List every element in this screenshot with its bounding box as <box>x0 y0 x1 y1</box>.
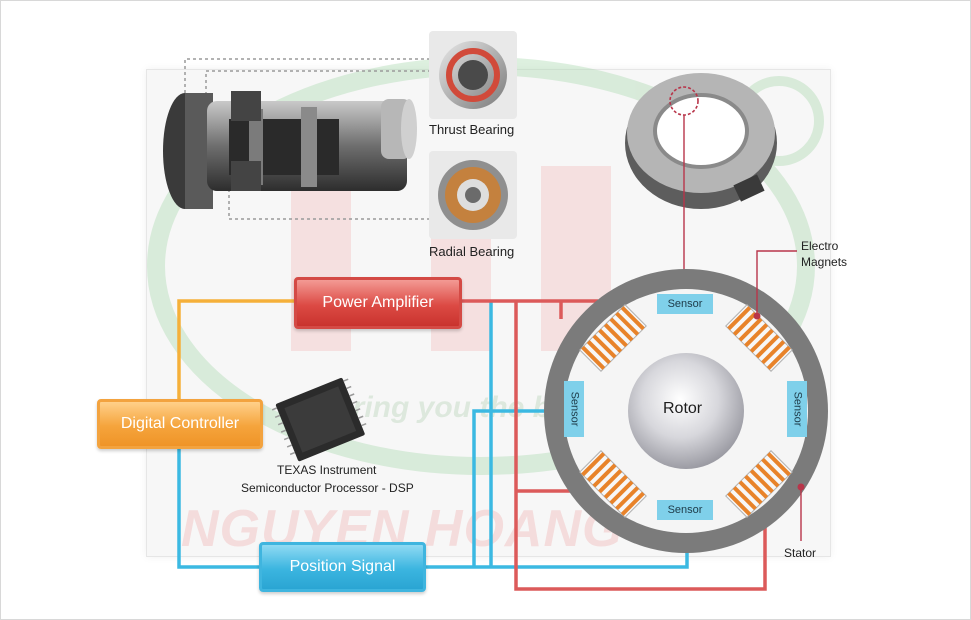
position-signal-label: Position Signal <box>289 558 396 575</box>
power-amplifier-block: Power Amplifier <box>294 277 462 329</box>
position-signal-block: Position Signal <box>259 542 426 592</box>
stator-dot <box>797 483 805 491</box>
radial-bearing-label: Radial Bearing <box>429 244 515 259</box>
dsp-chip-image <box>271 377 367 462</box>
sensor-bottom: Sensor <box>657 500 713 520</box>
spindle-motor-image <box>163 91 417 209</box>
thrust-bearing-image <box>429 31 517 119</box>
digital-controller-label: Digital Controller <box>120 415 240 432</box>
electro-magnets-label-line1: Electro <box>801 239 839 253</box>
electro-magnets-pointer <box>756 250 797 314</box>
coil-bottom-left <box>579 450 647 518</box>
coil-bottom-right <box>725 450 793 518</box>
controller-to-amplifier-line <box>177 299 294 399</box>
electro-magnets-label: Electro Magnets <box>801 238 847 270</box>
sensor-top-label: Sensor <box>667 298 703 310</box>
sensor-right-label: Sensor <box>791 391 804 427</box>
magnetic-bearing-photo <box>625 73 777 293</box>
sensor-left-label: Sensor <box>568 391 581 427</box>
sensor-top: Sensor <box>657 294 713 314</box>
coil-top-left <box>579 304 647 372</box>
thrust-bearing-label: Thrust Bearing <box>429 122 515 137</box>
sensor-right: Sensor <box>787 381 807 437</box>
sensor-left: Sensor <box>564 381 584 437</box>
power-amplifier-label: Power Amplifier <box>322 294 434 311</box>
radial-bearing-image <box>429 151 517 239</box>
rotor <box>628 353 744 469</box>
dsp-caption-line2: Semiconductor Processor - DSP <box>241 481 414 495</box>
dsp-caption-line1: TEXAS Instrument <box>277 463 377 477</box>
stator-label: Stator <box>784 546 817 560</box>
coil-top-right <box>725 304 793 372</box>
electro-magnets-label-line2: Magnets <box>801 255 848 269</box>
digital-controller-block: Digital Controller <box>97 399 263 449</box>
electro-magnets-dot <box>753 312 761 320</box>
rotor-label: Rotor <box>663 400 703 417</box>
sensor-bottom-label: Sensor <box>667 504 703 516</box>
